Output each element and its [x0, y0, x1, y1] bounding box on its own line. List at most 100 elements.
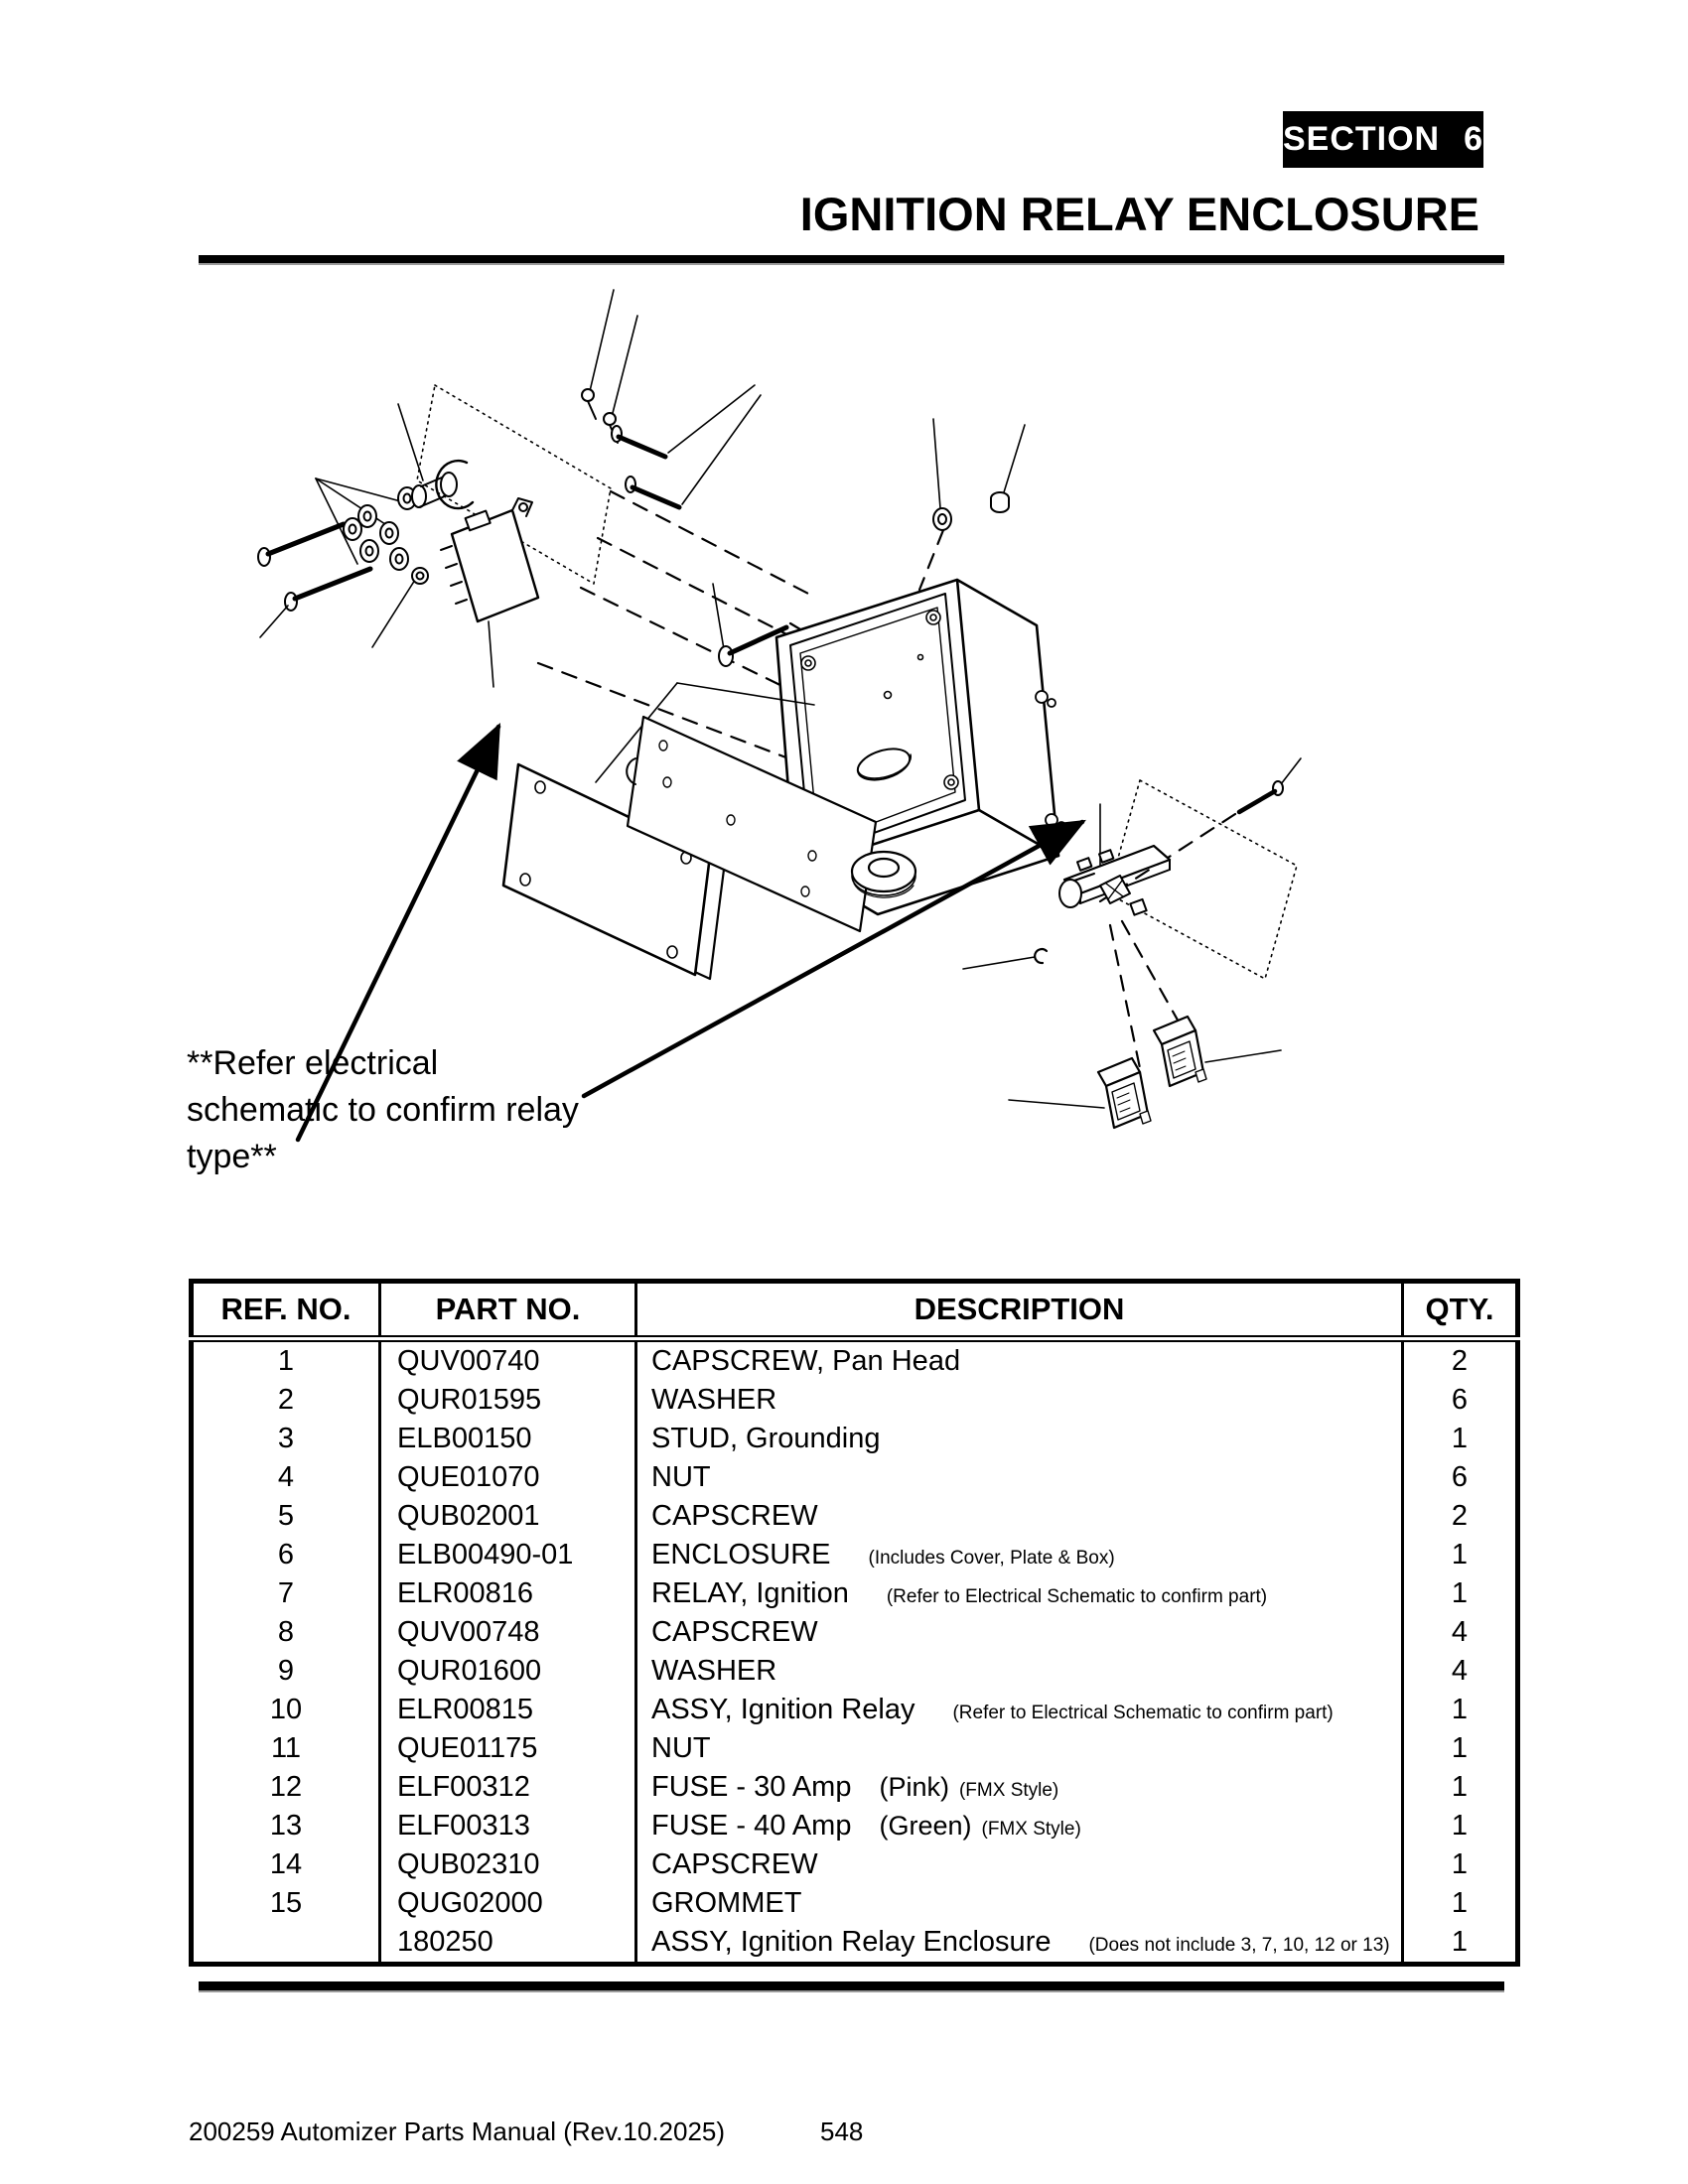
desc-cell: NUT — [634, 1458, 1403, 1497]
footer-page-number: 548 — [820, 2116, 864, 2146]
qty-cell: 4 — [1401, 1652, 1518, 1691]
ref-cell: 2 — [277, 1384, 295, 1416]
part-cell: ELB00150 — [378, 1420, 636, 1458]
part-cell: ELF00313 — [378, 1807, 636, 1845]
dotted-panel-right — [1107, 779, 1298, 980]
ref-cell: 3 — [277, 1423, 295, 1454]
part-cell: QUV00740 — [378, 1338, 636, 1381]
desc-cell: CAPSCREW — [634, 1845, 1403, 1884]
part-cell: ELR00815 — [378, 1691, 636, 1729]
part-cell: QUB02310 — [378, 1845, 636, 1884]
desc-cell: NUT — [634, 1729, 1403, 1768]
desc-cell: CAPSCREW, Pan Head — [634, 1338, 1403, 1381]
desc-cell: ASSY, Ignition Relay Enclosure(Does not … — [634, 1923, 1403, 1965]
desc-cell: FUSE - 40 Amp(Green)(FMX Style) — [634, 1807, 1403, 1845]
diagram-note-line: **Refer electrical — [187, 1044, 439, 1082]
ref-cell: 15 — [269, 1887, 303, 1919]
desc-cell: CAPSCREW — [634, 1613, 1403, 1652]
ref-cell: 11 — [270, 1732, 302, 1764]
part-cell: ELF00312 — [378, 1768, 636, 1807]
exploded-diagram — [169, 268, 1539, 1271]
qty-cell: 1 — [1401, 1691, 1518, 1729]
column-header-qty: QTY. — [1401, 1281, 1518, 1342]
relay-exploded-group — [257, 289, 762, 688]
mounting-plate — [626, 715, 878, 933]
part-cell: QUR01600 — [378, 1652, 636, 1691]
part-cell: ELB00490-01 — [378, 1536, 636, 1574]
fuse-30amp — [1008, 1056, 1152, 1130]
grommet — [850, 850, 917, 898]
qty-cell: 1 — [1401, 1536, 1518, 1574]
desc-cell: RELAY, Ignition(Refer to Electrical Sche… — [634, 1574, 1403, 1613]
section-badge: SECTION 6 — [1283, 111, 1483, 168]
page-title: IGNITION RELAY ENCLOSURE — [799, 188, 1479, 240]
qty-cell: 2 — [1401, 1497, 1518, 1536]
part-cell: QUE01070 — [378, 1458, 636, 1497]
desc-cell: CAPSCREW — [634, 1497, 1403, 1536]
column-header-ref-no: REF. NO. — [191, 1281, 380, 1342]
dotted-panel-left — [416, 384, 612, 585]
column-header-description: DESCRIPTION — [634, 1281, 1403, 1342]
ref-cell: 14 — [269, 1848, 303, 1880]
footer-rule — [199, 1981, 1504, 1990]
part-cell: QUR01595 — [378, 1381, 636, 1420]
ref-cell — [192, 1923, 380, 1965]
title-rule — [199, 255, 1504, 263]
desc-cell: WASHER — [634, 1381, 1403, 1420]
fuse-40amp — [1152, 1015, 1282, 1088]
qty-cell: 1 — [1401, 1768, 1518, 1807]
qty-cell: 4 — [1401, 1613, 1518, 1652]
desc-cell: ASSY, Ignition Relay(Refer to Electrical… — [634, 1691, 1403, 1729]
qty-cell: 1 — [1401, 1420, 1518, 1458]
qty-cell: 6 — [1401, 1458, 1518, 1497]
part-cell: QUV00748 — [378, 1613, 636, 1652]
column-header-part-no: PART NO. — [378, 1281, 636, 1342]
part-cell: QUG02000 — [378, 1884, 636, 1923]
diagram-note-line: schematic to confirm relay — [187, 1091, 579, 1129]
ref-cell: 5 — [277, 1500, 295, 1532]
qty-cell: 1 — [1401, 1884, 1518, 1923]
box-fasteners — [712, 418, 1026, 667]
footer-manual-title: 200259 Automizer Parts Manual (Rev.10.20… — [189, 2116, 726, 2146]
ref-cell: 10 — [269, 1694, 303, 1725]
ref-cell: 8 — [277, 1616, 295, 1648]
qty-cell: 1 — [1401, 1574, 1518, 1613]
section-badge-number: 6 — [1464, 120, 1484, 158]
part-cell: QUE01175 — [378, 1729, 636, 1768]
cover-plate — [501, 682, 815, 981]
pointer-arrow-right — [581, 819, 1086, 1099]
qty-cell: 1 — [1401, 1923, 1518, 1965]
part-cell: ELR00816 — [378, 1574, 636, 1613]
ref-cell: 1 — [277, 1345, 295, 1377]
desc-cell: GROMMET — [634, 1884, 1403, 1923]
ref-cell: 6 — [277, 1539, 295, 1570]
ref-cell: 13 — [269, 1810, 303, 1842]
part-cell: 180250 — [378, 1923, 636, 1965]
desc-cell: FUSE - 30 Amp(Pink)(FMX Style) — [634, 1768, 1403, 1807]
ref-cell: 7 — [277, 1577, 295, 1609]
qty-cell: 2 — [1401, 1338, 1518, 1381]
desc-cell: STUD, Grounding — [634, 1420, 1403, 1458]
part-cell: QUB02001 — [378, 1497, 636, 1536]
parts-table-header-row: REF. NO. PART NO. DESCRIPTION QTY. — [191, 1281, 1518, 1342]
qty-cell: 1 — [1401, 1729, 1518, 1768]
diagram-note-line: type** — [187, 1138, 277, 1175]
qty-cell: 1 — [1401, 1807, 1518, 1845]
